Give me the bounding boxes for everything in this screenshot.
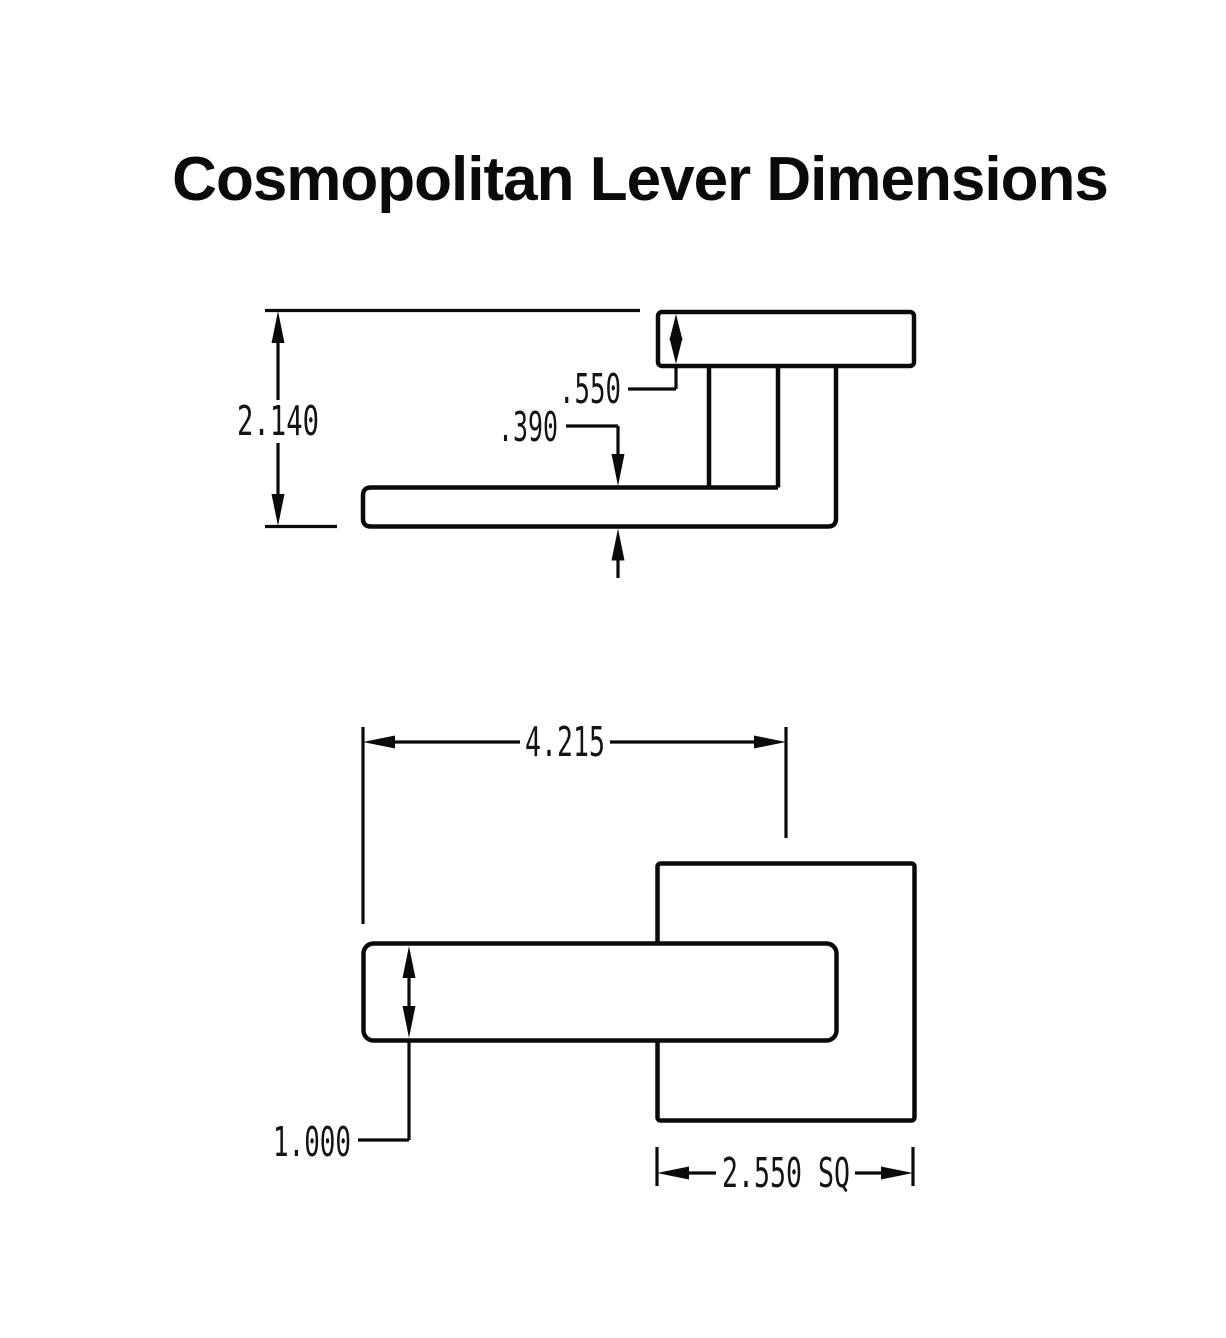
dim-lever-bar-width: 1.000 xyxy=(273,946,416,1166)
page-title: Cosmopolitan Lever Dimensions xyxy=(172,145,1109,214)
front-view: 4.215 1.000 2.550 SQ xyxy=(273,718,917,1197)
side-view: 2.140 .550 .390 xyxy=(237,308,917,578)
dim-rose-plate-size: 2.550 SQ xyxy=(655,1147,915,1197)
side-view-rose-plate xyxy=(655,309,917,369)
dim-overall-projection: 2.140 xyxy=(237,308,640,529)
dim-label-lever-bar-thickness: .390 xyxy=(498,403,558,451)
dim-label-rose-plate-size: 2.550 SQ xyxy=(722,1149,850,1197)
dim-lever-bar-thickness: .390 xyxy=(498,403,625,578)
dim-lever-length: 4.215 xyxy=(361,718,788,924)
dim-label-lever-length: 4.215 xyxy=(525,718,605,766)
dim-label-overall-projection: 2.140 xyxy=(237,397,319,445)
dim-label-lever-bar-width: 1.000 xyxy=(273,1118,351,1166)
dim-label-rose-thickness: .550 xyxy=(559,365,621,413)
front-view-lever-bar xyxy=(361,941,839,1043)
side-view-lever-bar xyxy=(360,366,839,529)
dim-rose-thickness: .550 xyxy=(559,314,683,413)
